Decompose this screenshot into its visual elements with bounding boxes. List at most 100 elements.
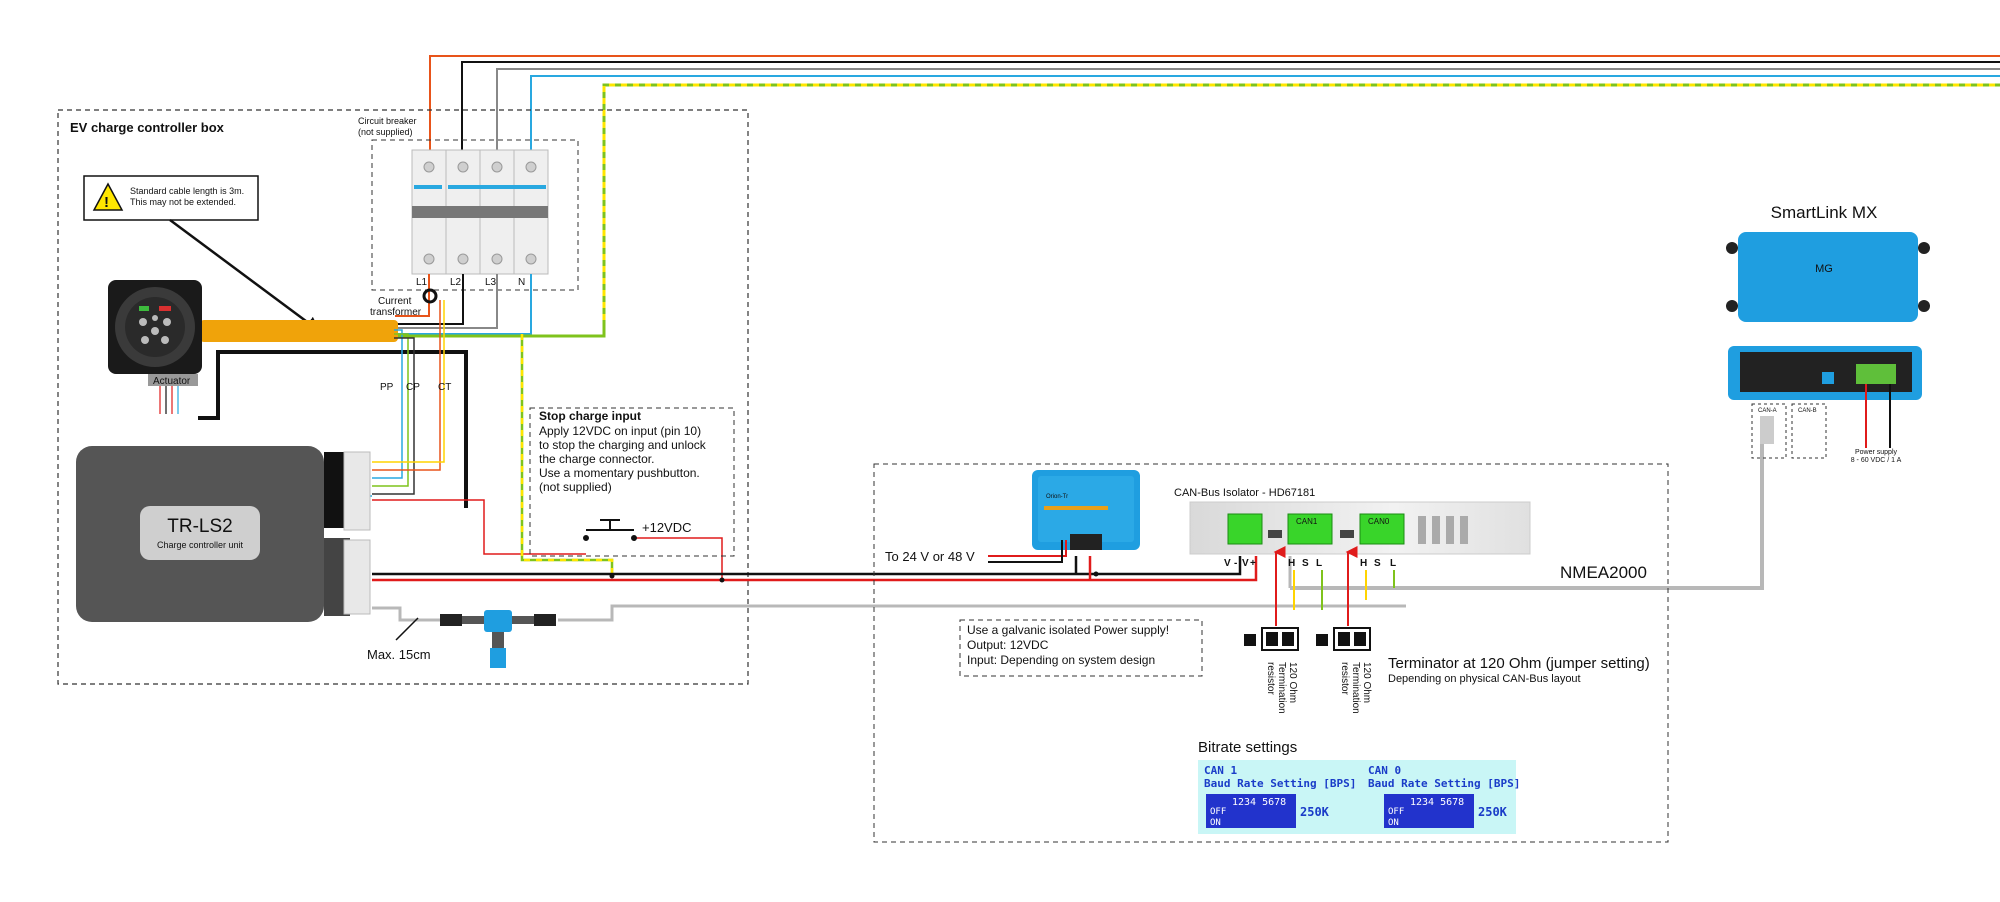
svg-text:Orion-Tr: Orion-Tr [1046,494,1068,500]
psu-note-box [959,619,1203,677]
bitrate-title: Bitrate settings [1198,739,1297,756]
nmea-label: NMEA2000 [1560,563,1647,582]
can1-dip-on: ON [1210,818,1221,828]
pin-can1-s: S [1302,558,1309,569]
circuit-breaker [411,149,549,275]
can1-heading: Baud Rate Setting [BPS] [1204,777,1356,790]
can0-baud-value: 250K [1478,805,1508,819]
termination-jumper-can1 [1244,546,1299,651]
terminal-n: N [518,277,525,288]
pin-v-plus: V [1242,558,1249,569]
cp-label: CP [406,382,420,393]
ct-label-1: Current [378,296,412,307]
term0-line-2: Termination [1350,662,1361,714]
svg-text:!: ! [104,194,109,211]
mains-cables [429,55,2000,320]
pin-minus: - [1234,558,1237,569]
breaker-label-2: (not supplied) [358,127,413,137]
stop-charge-line-5: (not supplied) [539,480,612,494]
term1-line-1: 120 Ohm [1287,662,1298,703]
ct-signal-label: CT [438,382,451,393]
can1-dip-switch [1206,794,1296,828]
can-a-label: CAN-A [1758,408,1777,414]
isolator-title: CAN-Bus Isolator - HD67181 [1174,487,1315,499]
can0-dip-off: OFF [1388,807,1404,817]
can1-name: CAN 1 [1204,764,1237,777]
stop-charge-line-2: to stop the charging and unlock [539,438,707,452]
pin-can1-h: H [1288,558,1295,569]
to-supply-label: To 24 V or 48 V [885,549,975,564]
power-supply-label-2: 8 - 60 VDC / 1 A [1851,457,1902,464]
actuator-label: Actuator [153,376,191,387]
bitrate-can1: CAN 1 Baud Rate Setting [BPS] 1234 5678 … [1204,764,1356,828]
dc-dc-converter: Orion-Tr [1032,470,1140,550]
charging-socket [108,280,202,374]
svg-text:MG: MG [1815,263,1833,275]
pushbutton [583,519,637,541]
warning-callout: ! Standard cable length is 3m. This may … [83,175,321,332]
stop-charge-wire [372,499,586,555]
can-a-plug [1760,416,1774,444]
warning-text-2: This may not be extended. [130,197,236,207]
box-title: EV charge controller box [70,120,225,135]
warning-icon [92,182,124,211]
current-transformer [422,288,438,304]
pin-can0-l: L [1390,558,1396,569]
terminator-title: Terminator at 120 Ohm (jumper setting) [1388,655,1650,672]
termination-jumper-can0 [1316,546,1371,651]
stop-charge-line-4: Use a momentary pushbutton. [539,466,700,480]
tr-ls2-controller [76,446,371,622]
psu-note-2: Output: 12VDC [967,638,1049,652]
psu-note-3: Input: Depending on system design [967,653,1155,667]
smartlink-title: SmartLink MX [1771,203,1878,222]
power-supply-label-1: Power supply [1855,449,1898,456]
pin-can1-l: L [1316,558,1322,569]
pushbutton-supply-wire [634,537,723,580]
ev-charge-controller-box [57,109,749,685]
converter-input-wires [988,540,1067,563]
can0-dip-switch [1384,794,1474,828]
can0-label: CAN0 [1368,517,1390,526]
can0-dip-digits: 1234 5678 [1410,797,1464,808]
stop-charge-title: Stop charge input [539,409,641,423]
nmea-cable [372,428,1764,622]
bitrate-can0: CAN 0 Baud Rate Setting [BPS] 1234 5678 … [1368,764,1520,828]
can1-baud-value: 250K [1300,805,1330,819]
smartlink-can-ports [1751,403,1827,459]
can1-dip-off: OFF [1210,807,1226,817]
can1-label: CAN1 [1296,517,1318,526]
breaker-frame [371,139,579,291]
power-lines [372,556,1258,582]
t-connector [440,610,556,668]
can-system-box [873,463,1669,843]
can1-dip-digits: 1234 5678 [1232,797,1286,808]
pin-can0-h: H [1360,558,1367,569]
controller-name: TR-LS2 [167,516,232,537]
charging-cable [200,320,398,342]
term1-line-3: resistor [1265,662,1276,695]
pin-v-minus: V [1224,558,1231,569]
term1-line-2: Termination [1276,662,1287,714]
smartlink-bottom [1728,346,1922,400]
actuator-wires [159,386,179,414]
term0-line-3: resistor [1339,662,1350,695]
stop-charge-voltage: +12VDC [642,520,692,535]
controller-subtitle: Charge controller unit [157,540,244,550]
pp-label: PP [380,382,394,393]
max-length-label: Max. 15cm [367,647,431,662]
can0-heading: Baud Rate Setting [BPS] [1368,777,1520,790]
actuator-cable [198,350,468,508]
can0-name: CAN 0 [1368,764,1401,777]
term0-line-1: 120 Ohm [1361,662,1372,703]
psu-note-1: Use a galvanic isolated Power supply! [967,623,1169,637]
can-wires [1293,570,1395,610]
pin-plus: + [1250,558,1256,569]
breaker-output-wires [395,274,606,338]
pin-can0-s: S [1374,558,1381,569]
actuator [148,374,198,386]
terminator-subtitle: Depending on physical CAN-Bus layout [1388,673,1581,685]
can0-dip-on: ON [1388,818,1399,828]
can-isolator [1189,501,1531,555]
breaker-label-1: Circuit breaker [358,116,417,126]
